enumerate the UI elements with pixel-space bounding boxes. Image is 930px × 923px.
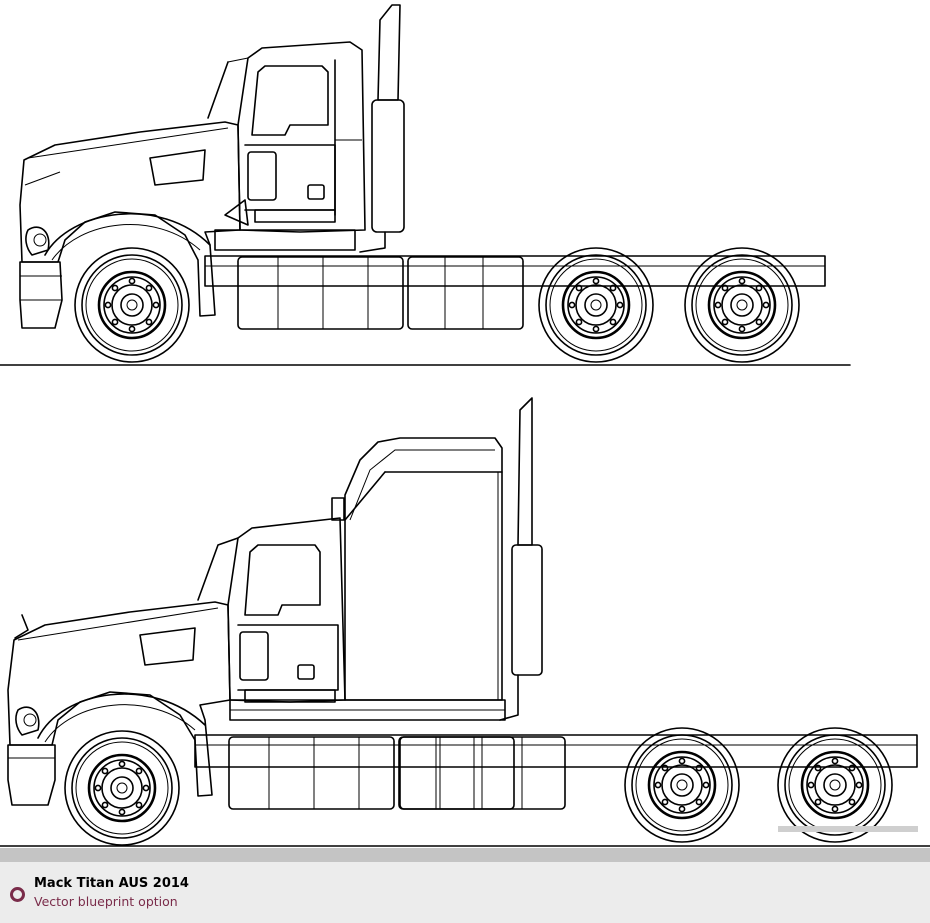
- sleeper-cab-truck: [0, 398, 930, 846]
- caption-subtitle[interactable]: Vector blueprint option: [34, 894, 178, 909]
- caption-bar: [0, 862, 930, 923]
- caption-title: Mack Titan AUS 2014: [34, 876, 189, 891]
- circle-bullet-icon: [10, 887, 25, 902]
- day-cab-truck: [0, 5, 850, 365]
- truck-blueprint-drawing: [0, 0, 930, 848]
- divider-band: [0, 848, 930, 862]
